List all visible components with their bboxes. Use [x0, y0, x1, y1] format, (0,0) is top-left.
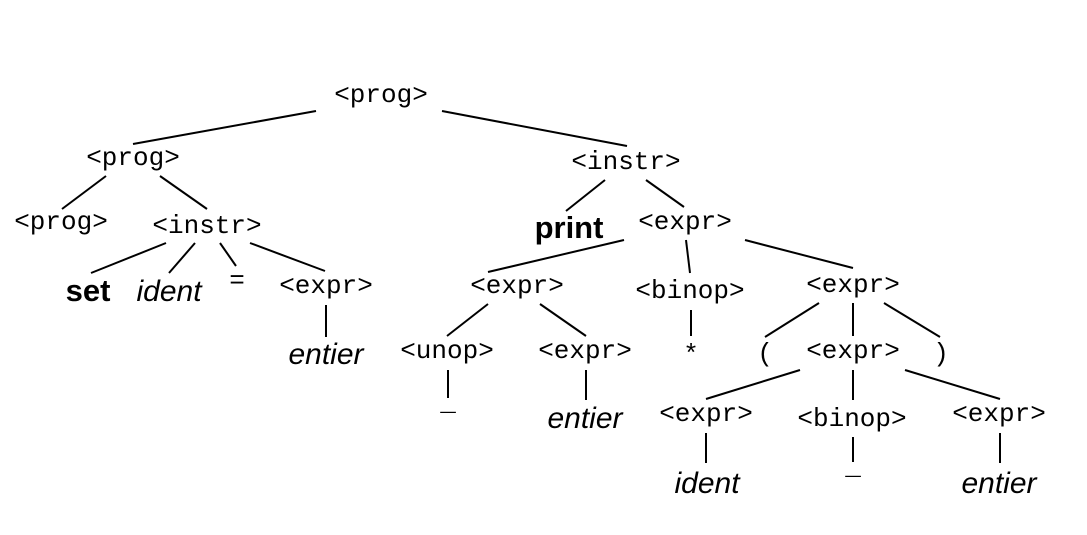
- edge-print-expr-to-expr-right: [744, 239, 854, 269]
- terminal-rparen: ): [933, 339, 949, 369]
- node-paren-expr: <expr>: [806, 336, 900, 366]
- edge-prog-to-instr: [159, 175, 208, 210]
- node-unop-expr: <expr>: [538, 336, 632, 366]
- terminal-equals: =: [229, 266, 245, 296]
- node-binop-inner: <binop>: [797, 404, 906, 434]
- terminal-set: set: [66, 273, 111, 308]
- edge-instr-to-print-expr: [645, 179, 685, 208]
- node-left-prog: <prog>: [86, 143, 180, 173]
- edge-expr-left-to-expr: [539, 303, 587, 337]
- node-set-expr: <expr>: [279, 271, 373, 301]
- edge-paren-expr-to-inner-right: [904, 369, 1001, 400]
- edge-root-to-left-prog: [132, 110, 317, 145]
- node-inner-expr-left: <expr>: [659, 399, 753, 429]
- node-print-expr: <expr>: [638, 207, 732, 237]
- terminal-minus-binop: _: [844, 452, 861, 482]
- terminal-lparen: (: [757, 339, 773, 369]
- node-inner-expr-right: <expr>: [952, 399, 1046, 429]
- edge-paren-expr-to-inner-left: [705, 369, 801, 400]
- terminal-minus-unop: _: [439, 388, 456, 418]
- edge-prog-to-leaf-prog: [61, 175, 107, 210]
- node-left-instr: <instr>: [152, 211, 261, 241]
- node-leaf-prog: <prog>: [14, 207, 108, 237]
- edge-expr-right-to-lparen: [764, 302, 820, 338]
- node-unop: <unop>: [400, 336, 494, 366]
- node-root-prog: <prog>: [334, 80, 428, 110]
- node-binop-top: <binop>: [635, 276, 744, 306]
- node-expr-right: <expr>: [806, 270, 900, 300]
- edge-print-expr-to-binop: [685, 239, 691, 274]
- edge-expr-right-to-rparen: [883, 302, 941, 338]
- edge-instr-to-ident: [168, 242, 196, 274]
- tree-nodes: <prog> <prog> <instr> <prog> <instr> set…: [14, 80, 1046, 500]
- edge-instr-to-set: [90, 242, 167, 274]
- edge-instr-to-equals: [219, 242, 237, 267]
- edge-instr-to-print: [565, 179, 606, 212]
- terminal-entier-1: entier: [288, 338, 364, 371]
- terminal-entier-2: entier: [547, 402, 623, 435]
- terminal-ident-1: ident: [136, 275, 203, 308]
- node-expr-left: <expr>: [470, 271, 564, 301]
- terminal-star: *: [683, 340, 699, 370]
- node-right-instr: <instr>: [571, 147, 680, 177]
- terminal-entier-3: entier: [961, 467, 1037, 500]
- edge-root-to-right-instr: [441, 110, 628, 147]
- tree-edges: [61, 110, 1001, 463]
- terminal-print: print: [535, 210, 604, 245]
- terminal-ident-2: ident: [674, 467, 741, 500]
- edge-expr-left-to-unop: [446, 303, 489, 337]
- edge-instr-to-expr: [249, 242, 326, 272]
- edge-print-expr-to-expr-left: [487, 239, 625, 273]
